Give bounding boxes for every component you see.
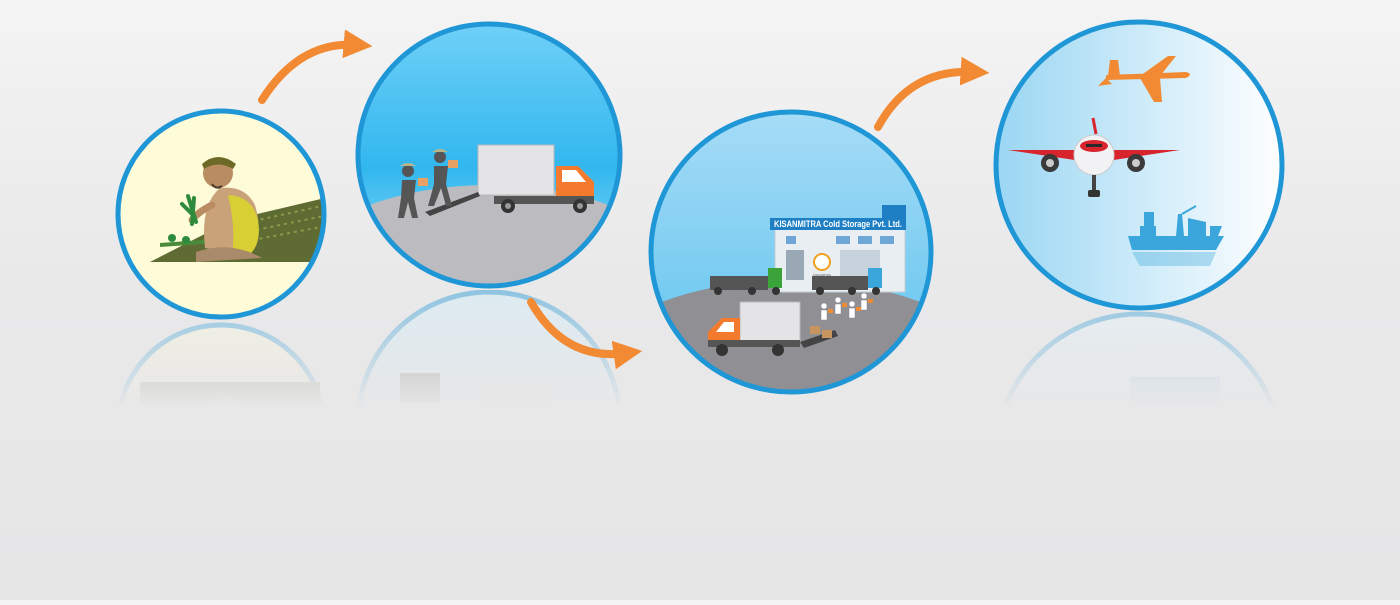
- farmer-harvesting-icon: [150, 157, 324, 262]
- stage-farmer: [115, 108, 327, 320]
- export-by-air-and-sea-icon: [1008, 56, 1224, 266]
- cargo-ship-icon: [1128, 205, 1224, 250]
- warehouse-sign: KISANMITRA Cold Storage Pvt. Ltd.: [774, 219, 902, 229]
- circle-reflections: [115, 289, 1285, 603]
- red-airliner-icon: [1008, 117, 1180, 197]
- stage-cold-storage: KISANMITRA Cold Storage Pvt. Ltd. KISANM…: [648, 109, 934, 395]
- cold-storage-warehouse-icon: KISANMITRA Cold Storage Pvt. Ltd. KISANM…: [651, 205, 931, 392]
- arrow-storage-to-export: [874, 56, 990, 131]
- warehouse-logo-text: KISANMITRA: [813, 273, 831, 277]
- stage-export: [993, 19, 1285, 311]
- arrow-truck-to-storage: [527, 298, 643, 370]
- flow-arrows: [258, 29, 990, 370]
- ship-reflection: [1132, 252, 1216, 266]
- arrow-farmer-to-truck: [258, 29, 373, 104]
- orange-plane-icon: [1098, 56, 1190, 102]
